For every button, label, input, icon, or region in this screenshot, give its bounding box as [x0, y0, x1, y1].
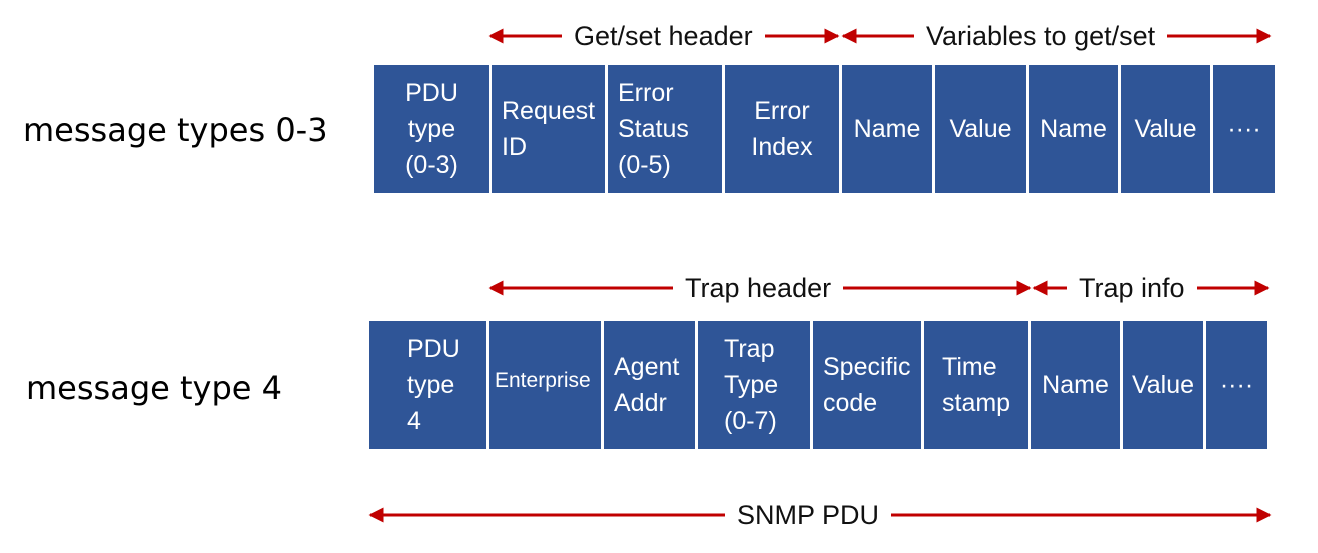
variables-label: Variables to get/set	[914, 20, 1168, 52]
field-name: Name	[842, 65, 932, 193]
field-pdu-type: PDU type (0-3)	[374, 65, 489, 193]
field-ellipsis: ····	[1206, 321, 1267, 449]
field-error-index: Error Index	[725, 65, 839, 193]
pdu-row-type-4: PDU type 4 Enterprise Agent Addr Trap Ty…	[369, 321, 1270, 449]
field-trap-type: Trap Type (0-7)	[698, 321, 810, 449]
field-specific-code: Specific code	[813, 321, 921, 449]
field-value: Value	[1121, 65, 1210, 193]
pdu-row-types-0-3: PDU type (0-3) Request ID Error Status (…	[374, 65, 1275, 193]
row-label-type-4: message type 4	[26, 369, 282, 407]
field-enterprise: Enterprise	[489, 321, 601, 449]
field-value: Value	[1123, 321, 1203, 449]
getset-header-label: Get/set header	[562, 20, 765, 52]
field-ellipsis: ····	[1213, 65, 1275, 193]
trap-header-label: Trap header	[673, 272, 844, 304]
row-label-types-0-3: message types 0-3	[23, 111, 328, 149]
field-request-id: Request ID	[492, 65, 605, 193]
field-name: Name	[1029, 65, 1118, 193]
field-name: Name	[1031, 321, 1120, 449]
field-time-stamp: Time stamp	[924, 321, 1028, 449]
field-agent-addr: Agent Addr	[604, 321, 695, 449]
field-value: Value	[935, 65, 1026, 193]
trap-info-label: Trap info	[1067, 272, 1197, 304]
field-pdu-type: PDU type 4	[369, 321, 486, 449]
snmp-pdu-label: SNMP PDU	[725, 499, 892, 531]
field-error-status: Error Status (0-5)	[608, 65, 722, 193]
